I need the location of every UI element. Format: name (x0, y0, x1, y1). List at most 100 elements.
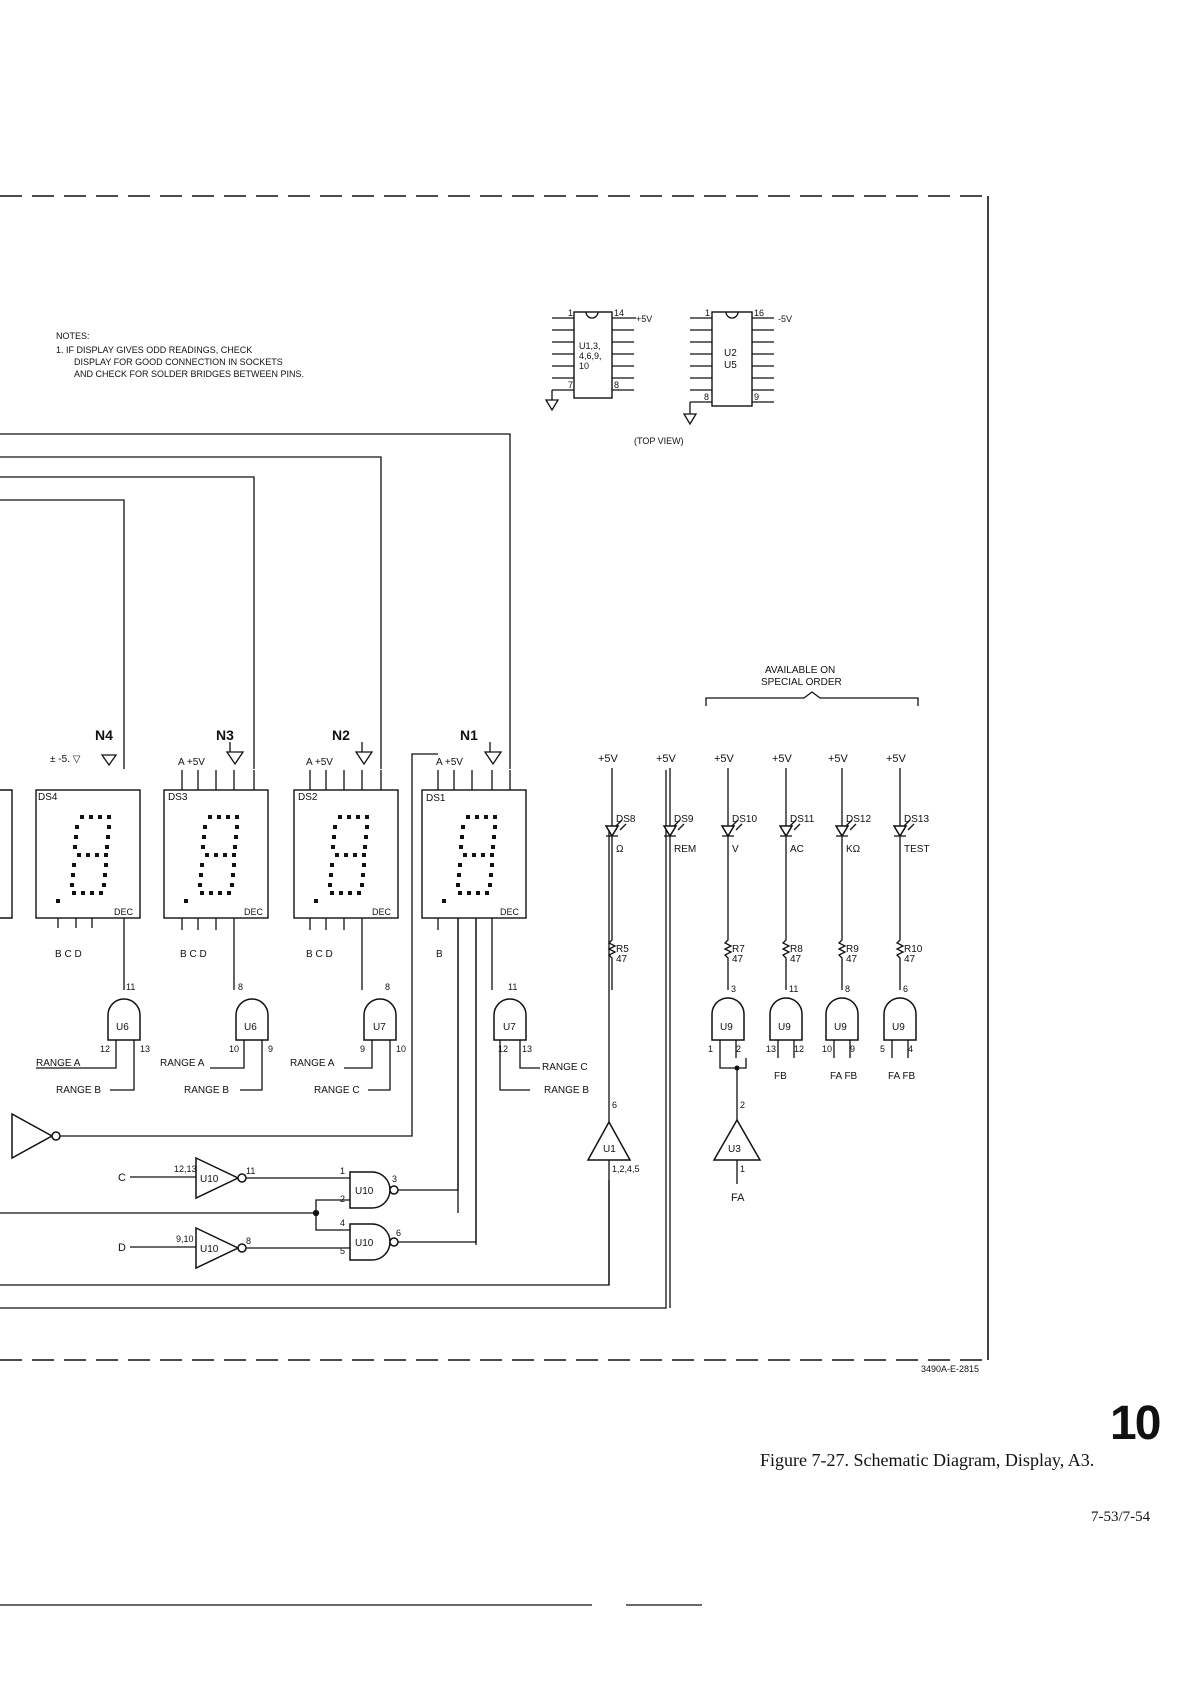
u10i1-label: U10 (200, 1174, 219, 1185)
led-resistor (723, 836, 733, 990)
led-ref: DS11 (790, 814, 815, 825)
led-resistor (607, 836, 617, 990)
led-gate-signal: FA FB (830, 1071, 858, 1082)
segment-dot (208, 815, 212, 819)
gate-u10-nand-2: U10 4 5 6 (340, 918, 477, 1261)
u10n2-out: 6 (396, 1228, 401, 1238)
n2-label: N2 (332, 727, 350, 743)
led-supply: +5V (714, 753, 735, 765)
u10n1-label: U10 (355, 1186, 374, 1197)
segment-dot (89, 815, 93, 819)
special-order-note: AVAILABLE ON SPECIAL ORDER (705, 665, 919, 706)
segment-dot (363, 845, 367, 849)
page-number: 7-53/7-54 (1091, 1509, 1151, 1525)
segment-dot (442, 899, 446, 903)
led-gate-signal: FB (774, 1071, 787, 1082)
led-diode (834, 825, 850, 838)
gate-u6-a: U6 11 12 13 RANGE A RANGE B (36, 982, 150, 1096)
segment-dot (335, 853, 339, 857)
n4-label: N4 (95, 727, 113, 743)
u3-out: 2 (740, 1100, 745, 1110)
segment-dot (199, 873, 203, 877)
gate-u7-a: U7 8 9 10 RANGE A RANGE C (290, 982, 406, 1096)
segment-dot (484, 815, 488, 819)
figure-caption: Figure 7-27. Schematic Diagram, Display,… (760, 1450, 1095, 1470)
segment-dot (331, 845, 335, 849)
led-name: Ω (616, 844, 624, 855)
u10n1-in2: 2 (340, 1194, 345, 1204)
u3-label: U3 (728, 1144, 741, 1155)
led-gate-in1: 13 (766, 1044, 776, 1054)
segment-dot (98, 815, 102, 819)
segment-dot (107, 825, 111, 829)
gate-u10-inverter-c: C 12,13 U10 11 (118, 1156, 350, 1200)
segment-dot (467, 891, 471, 895)
segment-dot (357, 891, 361, 895)
schematic-border (0, 195, 990, 1361)
notes-heading: NOTES: (56, 331, 90, 341)
led-resistor (781, 836, 791, 990)
gate-u3-buffer: U3 2 1 FA (712, 1068, 762, 1204)
special-order-line1: AVAILABLE ON (765, 665, 835, 676)
u2-pin-9: 9 (754, 392, 759, 402)
led-gate-in1: 10 (822, 1044, 832, 1054)
segment-dot (330, 891, 334, 895)
led-name: REM (674, 844, 696, 855)
u10i1-sig: C (118, 1172, 126, 1184)
led-gate-label: U9 (892, 1022, 905, 1033)
led-ref: DS10 (732, 814, 757, 825)
u6a-out: 11 (126, 982, 135, 992)
u1-supply: +5V (636, 314, 652, 324)
ic-pinout-u2: 1 16 -5V 8 9 U2 U5 (682, 308, 792, 426)
u6b-in1: 10 (229, 1044, 239, 1054)
segment-dot (353, 853, 357, 857)
u7a-label: U7 (373, 1022, 386, 1033)
led-resistor (895, 836, 905, 990)
u6b-out: 8 (238, 982, 243, 992)
segment-dot (460, 835, 464, 839)
u9-input-tie (719, 1058, 747, 1069)
resistor-value: 47 (904, 954, 916, 965)
segment-dot (466, 815, 470, 819)
segment-dot (475, 815, 479, 819)
segment-dot (107, 815, 111, 819)
u6b-sig2: RANGE B (184, 1085, 229, 1096)
u1-pin-7: 7 (568, 380, 573, 390)
u6b-sig1: RANGE A (160, 1058, 205, 1069)
u2-pin-1: 1 (705, 308, 710, 318)
ds3-inputs: B C D (180, 949, 207, 960)
led-gate-label: U9 (778, 1022, 791, 1033)
ds4-dec: DEC (114, 907, 134, 917)
segment-dot (489, 873, 493, 877)
u10i2-in: 9,10 (176, 1234, 194, 1244)
segment-dot (333, 825, 337, 829)
display-n2: N2 A +5V DS2 DEC B C D (293, 727, 399, 960)
gate-u10-inverter-d: D 9,10 U10 8 (118, 1226, 350, 1270)
segment-dot (232, 863, 236, 867)
segment-dot (77, 853, 81, 857)
display-partial-left (0, 789, 13, 919)
segment-dot (234, 835, 238, 839)
resistor-ref: R8 (790, 944, 803, 955)
segment-dot (80, 815, 84, 819)
segment-dot (328, 883, 332, 887)
segment-dot (459, 845, 463, 849)
u10-cross-wiring (0, 1199, 350, 1231)
segment-dot (184, 899, 188, 903)
drawing-number: 3490A-E-2815 (921, 1364, 979, 1374)
resistor-value: 47 (732, 954, 744, 965)
led-gate-out: 6 (903, 984, 908, 994)
u10n1-out: 3 (392, 1174, 397, 1184)
segment-dot (488, 883, 492, 887)
u1-name-1: U1,3, (579, 341, 601, 351)
section-number: 10 (1110, 1397, 1161, 1450)
note-line-1: 1. IF DISPLAY GIVES ODD READINGS, CHECK (56, 345, 252, 355)
u2-name-1: U2 (724, 348, 737, 359)
segment-dot (481, 853, 485, 857)
led-ref: DS9 (674, 814, 694, 825)
led-diode (778, 825, 794, 838)
segment-dot (75, 825, 79, 829)
segment-dot (71, 873, 75, 877)
display-feed-wires (0, 433, 511, 769)
led-supply: +5V (772, 753, 793, 765)
